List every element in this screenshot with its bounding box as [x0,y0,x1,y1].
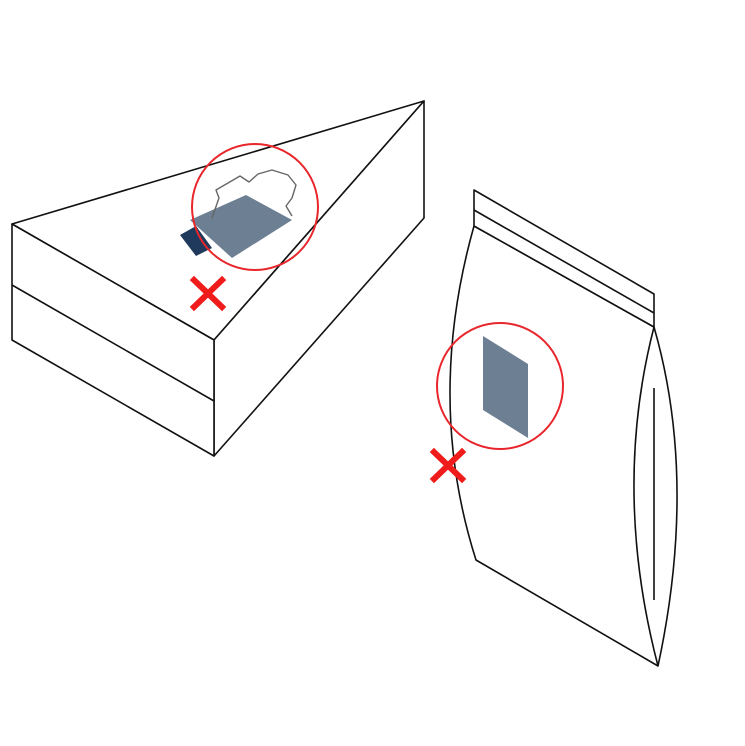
pouch-label-sticker [483,336,528,438]
cake-label-shadow [180,226,212,256]
pouch-highlight-circle [436,322,564,450]
cake-label-sticker [190,195,292,258]
cake-highlight-circle [191,143,319,271]
cake-label [180,169,297,258]
cake-slice-box [11,100,425,457]
cake-film-outline [211,169,297,219]
pouch-x-mark-icon [429,447,467,484]
cake-layer-line [11,284,215,402]
pouch-zipper-line [473,209,655,314]
pouch-gusset [633,326,659,667]
cake-x-mark-icon [189,275,227,312]
stand-up-pouch [449,189,678,667]
cake-front-face [11,223,215,457]
